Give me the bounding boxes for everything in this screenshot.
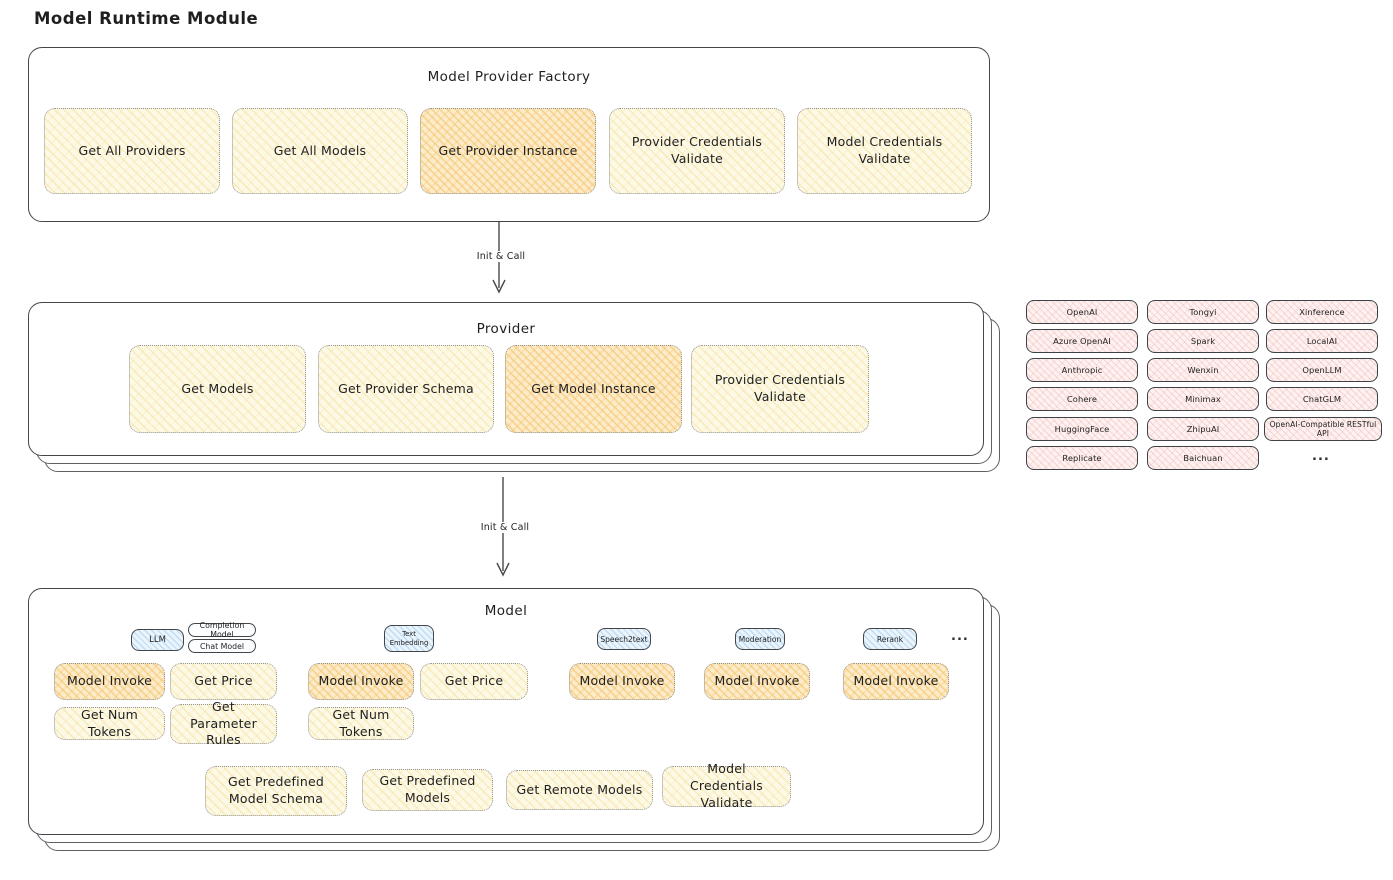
type-pill-llm: LLM — [131, 629, 184, 651]
provider-pill-tongyi: Tongyi — [1147, 300, 1259, 324]
provider-pill-baichuan: Baichuan — [1147, 446, 1259, 470]
type-pill-completion-model: Completion Model — [188, 621, 256, 639]
diagram-title: Model Runtime Module — [34, 9, 259, 28]
node-get-provider-instance: Get Provider Instance — [420, 108, 596, 194]
node-moderation-model-invoke: Model Invoke — [704, 663, 810, 700]
node-provider-credentials-validate-2: Provider Credentials Validate — [691, 345, 869, 433]
provider-pill-chatglm: ChatGLM — [1266, 387, 1378, 411]
node-get-all-providers: Get All Providers — [44, 108, 220, 194]
provider-pill-huggingface: HuggingFace — [1026, 417, 1138, 441]
node-get-predefined-model-schema: Get Predefined Model Schema — [205, 766, 347, 816]
node-model-credentials-validate: Model Credentials Validate — [797, 108, 972, 194]
provider-pill-minimax: Minimax — [1147, 387, 1259, 411]
node-embedding-model-invoke: Model Invoke — [308, 663, 414, 700]
provider-pill-localai: LocalAI — [1266, 329, 1378, 353]
provider-pill-openllm: OpenLLM — [1266, 358, 1378, 382]
node-model-credentials-validate-2: Model Credentials Validate — [662, 761, 791, 810]
provider-pill-openai-compatible: OpenAI-Compatible RESTful API — [1264, 417, 1382, 441]
provider-pill-azure-openai: Azure OpenAI — [1026, 329, 1138, 353]
node-get-all-models: Get All Models — [232, 108, 408, 194]
node-embedding-get-num-tokens: Get Num Tokens — [308, 707, 414, 740]
type-pill-chat-model: Chat Model — [188, 639, 256, 653]
type-pill-moderation: Moderation — [735, 628, 785, 650]
provider-pill-anthropic: Anthropic — [1026, 358, 1138, 382]
provider-pill-replicate: Replicate — [1026, 446, 1138, 470]
arrow-label-init-call-2: Init & Call — [472, 522, 538, 533]
node-speech2text-model-invoke: Model Invoke — [569, 663, 675, 700]
node-get-model-instance: Get Model Instance — [505, 345, 682, 433]
node-get-predefined-models: Get Predefined Models — [362, 769, 493, 811]
model-provider-factory-box: Model Provider Factory Get All Providers… — [28, 47, 990, 222]
node-provider-credentials-validate: Provider Credentials Validate — [609, 108, 785, 194]
provider-pill-xinference: Xinference — [1266, 300, 1378, 324]
providers-grid: OpenAI Azure OpenAI Anthropic Cohere Hug… — [1026, 300, 1386, 472]
provider-pill-zhipuai: ZhipuAI — [1147, 417, 1259, 441]
type-pill-speech2text: Speech2text — [597, 628, 651, 650]
node-llm-model-invoke: Model Invoke — [54, 663, 165, 700]
provider-pill-cohere: Cohere — [1026, 387, 1138, 411]
node-get-remote-models: Get Remote Models — [506, 770, 653, 810]
node-llm-get-parameter-rules: Get Parameter Rules — [170, 699, 277, 747]
provider-box: Provider Get Models Get Provider Schema … — [28, 302, 984, 456]
provider-pill-openai: OpenAI — [1026, 300, 1138, 324]
model-types-more-ellipsis: ... — [951, 629, 969, 644]
node-rerank-model-invoke: Model Invoke — [843, 663, 949, 700]
arrow-label-init-call-1: Init & Call — [468, 251, 534, 262]
node-get-provider-schema: Get Provider Schema — [318, 345, 494, 433]
model-box: Model LLM Completion Model Chat Model Te… — [28, 588, 984, 835]
provider-box-title: Provider — [476, 321, 536, 337]
node-get-models: Get Models — [129, 345, 306, 433]
node-llm-get-num-tokens: Get Num Tokens — [54, 707, 165, 740]
factory-box-title: Model Provider Factory — [427, 69, 591, 85]
model-box-title: Model — [484, 603, 528, 619]
providers-more-ellipsis: ... — [1312, 449, 1330, 464]
provider-pill-spark: Spark — [1147, 329, 1259, 353]
type-pill-text-embedding: Text Embedding — [384, 625, 434, 652]
type-pill-rerank: Rerank — [863, 628, 917, 650]
node-llm-get-price: Get Price — [170, 663, 277, 700]
provider-pill-wenxin: Wenxin — [1147, 358, 1259, 382]
node-embedding-get-price: Get Price — [420, 663, 528, 700]
